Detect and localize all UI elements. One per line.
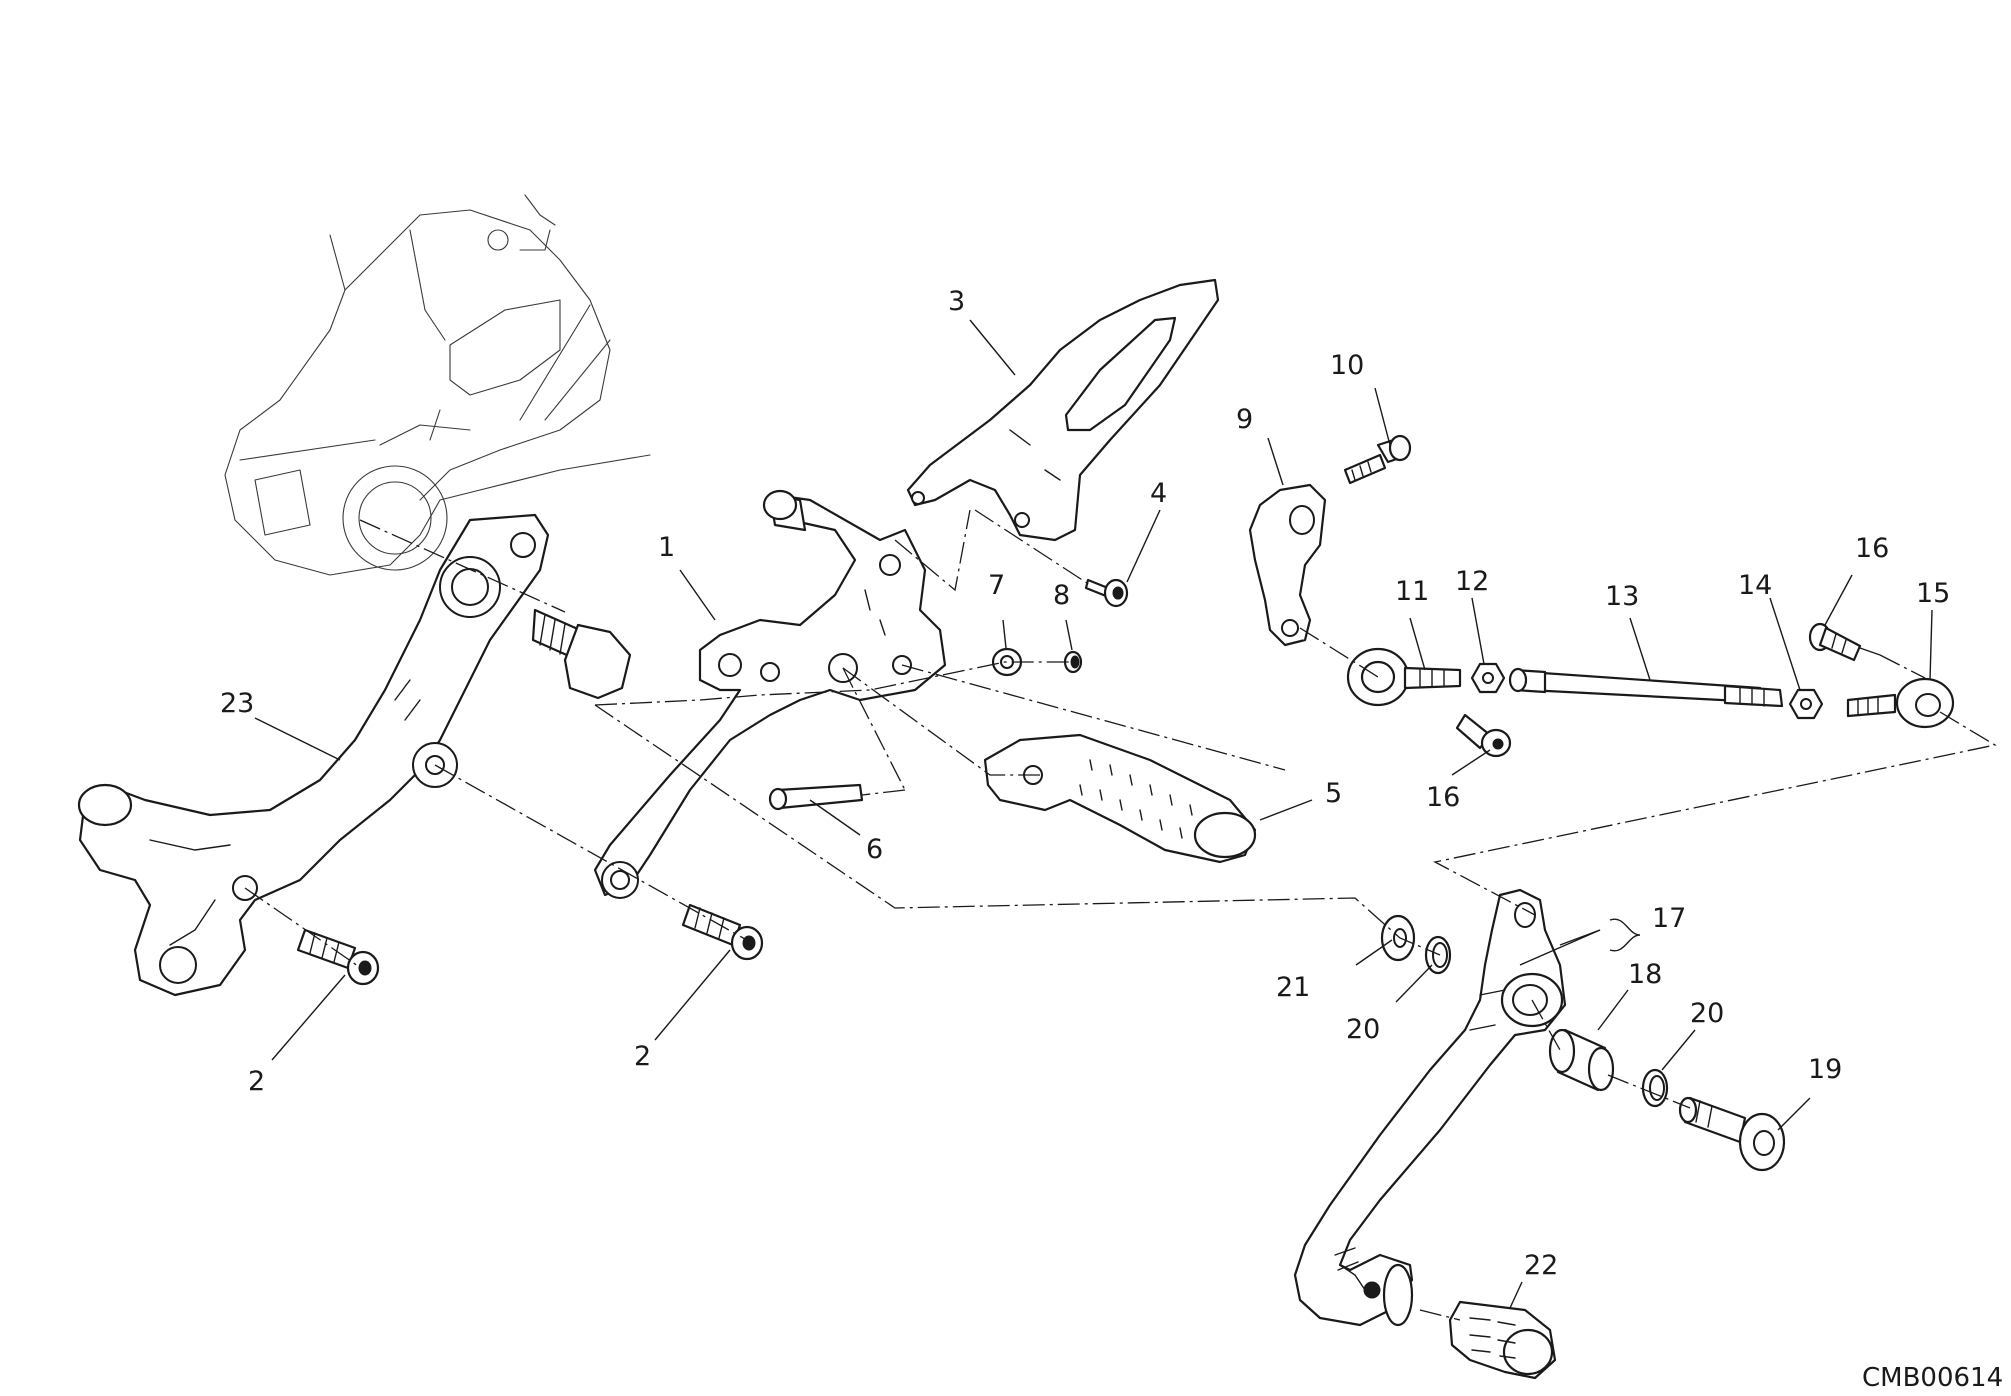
callout-7: 7: [988, 570, 1005, 601]
callout-6: 6: [866, 834, 883, 865]
part-20-washer-left: [1424, 935, 1452, 975]
part-9-shift-arm: [1248, 483, 1327, 647]
part-23-footrest-bracket: [77, 513, 550, 997]
callout-2-right: 2: [634, 1041, 651, 1072]
callout-5: 5: [1325, 778, 1342, 809]
part-10-bolt: [1343, 434, 1412, 485]
callout-13: 13: [1605, 581, 1639, 612]
main-pivot-bolt: [531, 608, 632, 700]
callout-1: 1: [658, 532, 675, 563]
callout-15: 15: [1916, 578, 1950, 609]
callout-19: 19: [1808, 1054, 1842, 1085]
part-22-pedal-pad: [1448, 1300, 1557, 1380]
drawing-code: CMB00614: [1862, 1363, 2003, 1393]
callout-21: 21: [1276, 972, 1310, 1003]
callout-labels: 1 2 2 3 4 5 6 7 8 9 10 11 12 13 14 15 16…: [220, 286, 1950, 1281]
callout-3: 3: [948, 286, 965, 317]
part-16-bolt-lower: [1455, 713, 1512, 758]
callout-10: 10: [1330, 350, 1364, 381]
callout-16-lower: 16: [1426, 782, 1460, 813]
part-13-shift-rod: [1508, 667, 1784, 708]
part-19-pivot-bolt: [1678, 1096, 1786, 1172]
callout-14: 14: [1738, 570, 1772, 601]
callout-20-right: 20: [1690, 998, 1724, 1029]
callout-11: 11: [1395, 576, 1429, 607]
part-21-washer: [1380, 914, 1416, 962]
callout-2-left: 2: [248, 1066, 265, 1097]
part-2-bolt-left: [296, 928, 380, 986]
callout-22: 22: [1524, 1250, 1558, 1281]
part-18-bush: [1548, 1028, 1615, 1092]
callout-16-upper: 16: [1855, 533, 1889, 564]
callout-17: 17: [1652, 903, 1686, 934]
callout-9: 9: [1236, 404, 1253, 435]
part-8-circlip: [1063, 650, 1083, 674]
part-11-ball-joint: [1346, 647, 1462, 707]
part-17-brake-pedal: [1293, 888, 1567, 1327]
callout-18: 18: [1628, 959, 1662, 990]
part-2-bolt-right: [681, 903, 764, 961]
part-12-nut: [1470, 662, 1506, 694]
callout-8: 8: [1053, 580, 1070, 611]
part-5-footpeg: [983, 733, 1257, 864]
callout-23: 23: [220, 688, 254, 719]
part-3-heel-guard: [906, 278, 1220, 542]
part-14-nut: [1788, 688, 1824, 720]
part-6-pin: [768, 783, 864, 811]
part-16-bolt-upper: [1808, 622, 1862, 662]
part-4-bolt: [1084, 578, 1129, 608]
callout-20-left: 20: [1346, 1014, 1380, 1045]
callout-leaders: [254, 319, 1933, 1309]
frame-outline-ghost: [224, 194, 651, 576]
callout-4: 4: [1150, 478, 1167, 509]
part-15-rod-end: [1846, 677, 1955, 729]
assembly-axis-lines: [244, 509, 1997, 1321]
callout-12: 12: [1455, 566, 1489, 597]
part-20-washer-right: [1641, 1068, 1669, 1108]
